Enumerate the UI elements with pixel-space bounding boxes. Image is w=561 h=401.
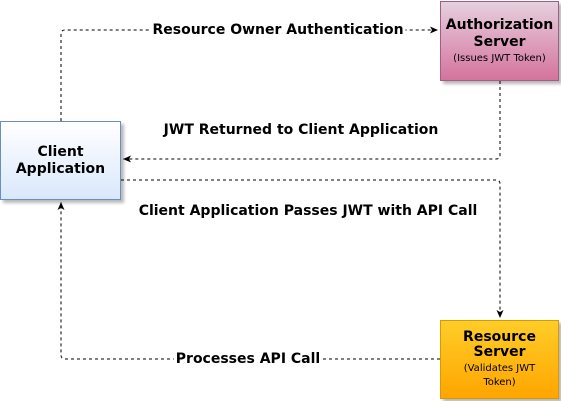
edge-label-passes-jwt: Client Application Passes JWT with API C… xyxy=(138,203,478,219)
edge-passes-jwt xyxy=(121,179,504,318)
auth-title-line2: Server xyxy=(473,34,526,50)
client-application-node: Client Application xyxy=(0,121,121,200)
client-title-line1: Client xyxy=(37,143,84,160)
authorization-server-node: Authorization Server (Issues JWT Token) xyxy=(440,1,559,81)
edge-label-resource-owner-auth: Resource Owner Authentication xyxy=(150,22,406,38)
resource-subtitle-line1: (Validates JWT xyxy=(463,362,536,374)
edge-label-jwt-returned: JWT Returned to Client Application xyxy=(163,122,439,138)
resource-subtitle-line2: Token) xyxy=(483,376,516,388)
edge-resource-owner-auth xyxy=(60,26,438,121)
edge-jwt-returned xyxy=(123,81,501,163)
resource-title-line1: Resource xyxy=(463,328,536,345)
resource-server-node: Resource Server (Validates JWT Token) xyxy=(440,320,559,399)
resource-title-line2: Server xyxy=(473,343,526,360)
edge-processes-api-call xyxy=(57,202,440,360)
client-title-line2: Application xyxy=(15,160,106,177)
auth-subtitle: (Issues JWT Token) xyxy=(453,53,546,64)
edge-label-processes-api-call: Processes API Call xyxy=(173,351,323,367)
auth-title-line1: Authorization xyxy=(445,17,554,33)
